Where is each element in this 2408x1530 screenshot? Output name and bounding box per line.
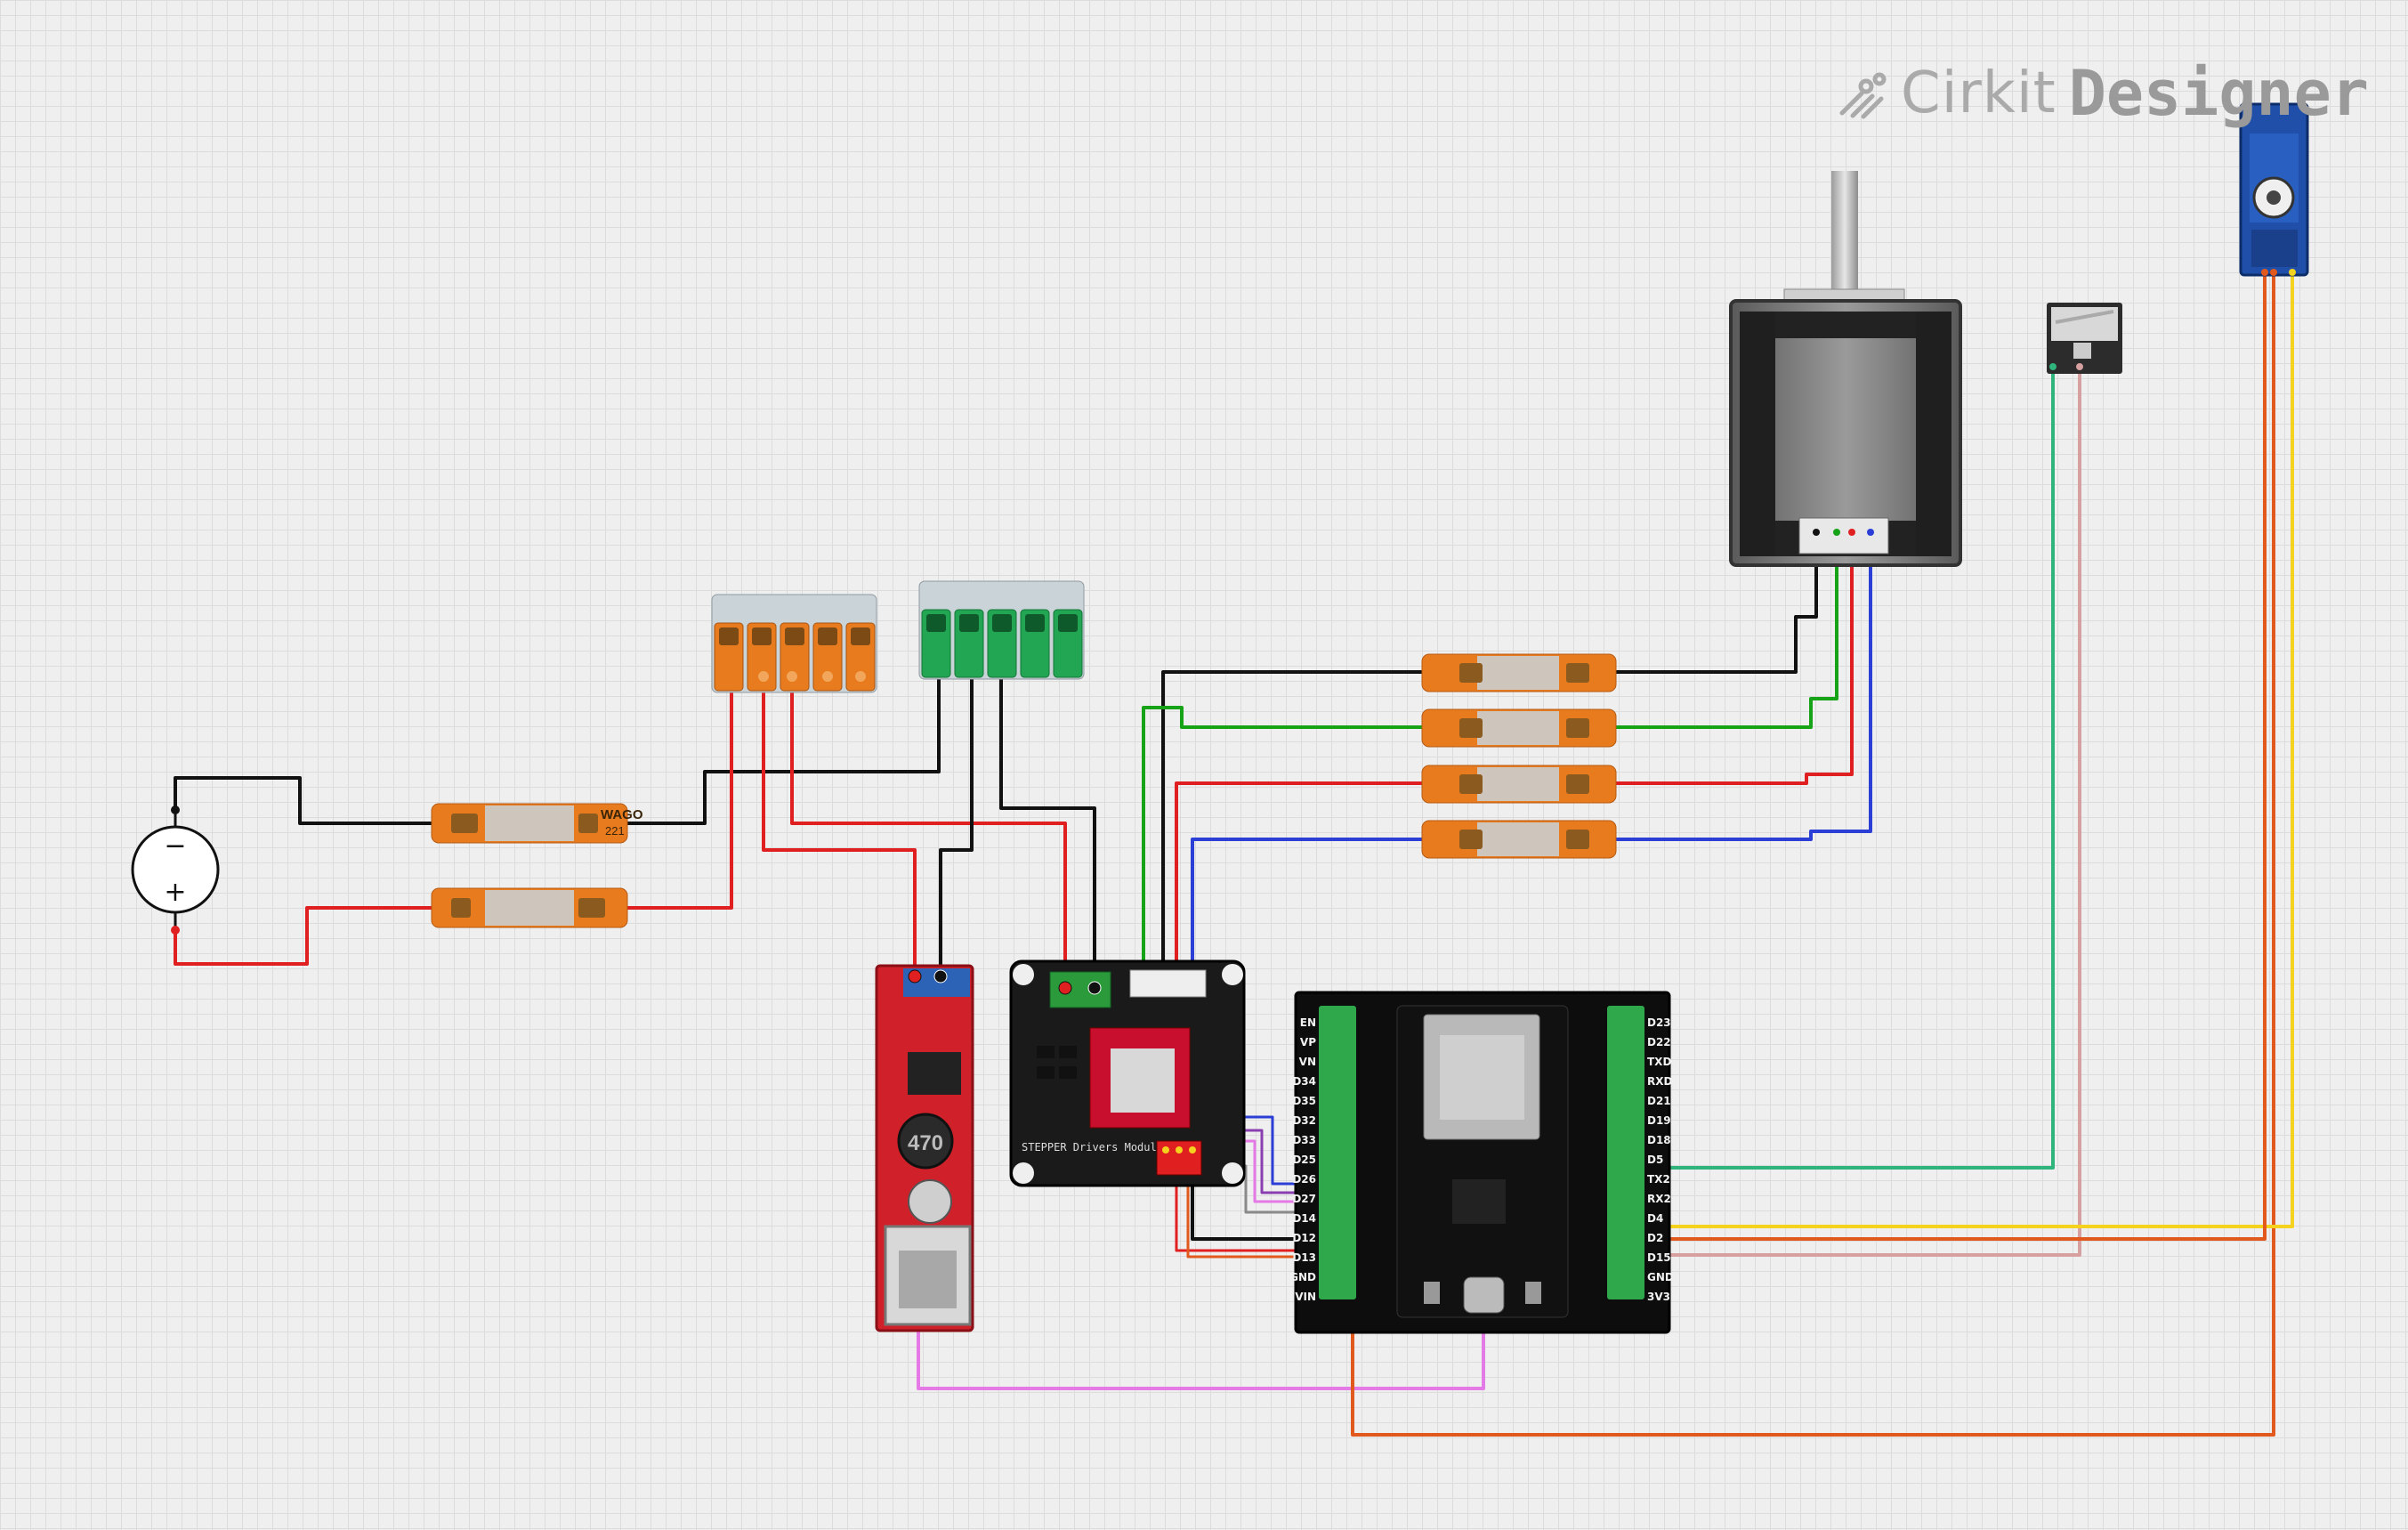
driver-caption: STEPPER Drivers Modular <box>1022 1141 1169 1154</box>
wire-black-source-neg[interactable] <box>174 776 442 825</box>
wago-logo-text: WAGO <box>601 807 643 822</box>
esp32-pin-label: D4 <box>1647 1212 1664 1225</box>
wire-black-to-green-block[interactable] <box>616 666 941 825</box>
wago-coil-connector-2[interactable] <box>1421 708 1617 748</box>
cirkit-designer-logo: Cirkit Designer <box>1835 53 2369 134</box>
wire-blue-coil-motor[interactable] <box>1602 532 1872 841</box>
stepper-driver-module[interactable]: STEPPER Drivers Modular <box>1009 959 1246 1187</box>
esp32-pin-label: VN <box>1298 1056 1316 1068</box>
wago-inline-connector-red[interactable] <box>431 887 628 928</box>
wire-red-block-to-buck[interactable] <box>762 666 917 975</box>
wire-red-block-to-driver[interactable] <box>790 666 1067 979</box>
power-source[interactable]: − + <box>131 805 220 935</box>
wago-inline-connector-black[interactable]: WAGO 221 <box>431 803 643 844</box>
wire-green-coil-motor[interactable] <box>1602 532 1838 729</box>
wire-teal-limit-switch[interactable] <box>1593 369 2055 1170</box>
esp32-pin-label: D13 <box>1292 1251 1316 1264</box>
esp32-pin-label: VP <box>1299 1036 1316 1048</box>
wire-yellow-servo-signal[interactable] <box>1593 272 2294 1228</box>
esp32-pin-label: D26 <box>1292 1173 1316 1186</box>
wago-coil-connector-3[interactable] <box>1421 765 1617 804</box>
wire-orange-vin-servo[interactable] <box>1351 272 2275 1437</box>
esp32-pin-label: RXD <box>1647 1075 1673 1088</box>
wire-orange-servo-d2[interactable] <box>1593 272 2267 1241</box>
esp32-pin-label: TXD <box>1647 1056 1672 1068</box>
wire-red-source-pos[interactable] <box>174 906 442 966</box>
servo-motor[interactable] <box>2239 102 2309 277</box>
wire-pink-limit-switch[interactable] <box>1593 369 2081 1257</box>
esp32-pin-label: D2 <box>1647 1232 1664 1244</box>
wire-red-coil-motor[interactable] <box>1602 532 1854 785</box>
wire-black-coil-motor[interactable] <box>1602 532 1818 674</box>
esp32-pin-label: D5 <box>1647 1154 1664 1166</box>
esp32-terminal-board[interactable] <box>1294 991 1671 1334</box>
logo-brand-text: Cirkit <box>1901 61 2056 126</box>
power-plus-label: + <box>164 877 186 908</box>
limit-switch[interactable] <box>2047 303 2122 374</box>
esp32-pin-label: GND <box>1647 1271 1674 1283</box>
esp32-pin-label: 3V3 <box>1647 1291 1670 1303</box>
esp32-pin-label: D27 <box>1292 1193 1316 1205</box>
wago-coil-connector-4[interactable] <box>1421 820 1617 859</box>
wago-model-text: 221 <box>605 824 625 838</box>
wire-black-block-to-buck[interactable] <box>939 666 974 975</box>
esp32-pin-label: RX2 <box>1647 1193 1671 1205</box>
esp32-pin-label: D14 <box>1292 1212 1316 1225</box>
wire-green-driver-coil[interactable] <box>1142 706 1437 979</box>
wago-block-orange[interactable] <box>711 594 877 693</box>
wire-blue-driver-coil[interactable] <box>1191 838 1437 979</box>
esp32-pin-label: D33 <box>1292 1134 1316 1146</box>
power-minus-label: − <box>164 830 186 862</box>
buck-converter[interactable]: 470 <box>875 964 974 1332</box>
logo-product-text: Designer <box>2068 57 2369 130</box>
esp32-pin-label: D34 <box>1292 1075 1316 1088</box>
wires <box>174 272 2294 1437</box>
esp32-pin-label: D22 <box>1647 1036 1671 1048</box>
wire-red-to-orange-block[interactable] <box>616 666 733 910</box>
wire-black-driver-coil[interactable] <box>1161 670 1437 979</box>
esp32-pin-label: D19 <box>1647 1114 1671 1127</box>
esp32-pin-label: D18 <box>1647 1134 1671 1146</box>
cirkit-logo-icon <box>1839 72 1887 119</box>
esp32-pin-label: TX2 <box>1647 1173 1670 1186</box>
wago-block-green[interactable] <box>918 580 1085 680</box>
esp32-pin-label: GND <box>1289 1271 1316 1283</box>
esp32-pin-label: D21 <box>1647 1095 1671 1107</box>
inductor-marking: 470 <box>908 1131 943 1155</box>
esp32-pin-label: D35 <box>1292 1095 1316 1107</box>
esp32-pin-label: D23 <box>1647 1016 1671 1029</box>
esp32-pin-label: D32 <box>1292 1114 1316 1127</box>
esp32-pin-label: D15 <box>1647 1251 1671 1264</box>
esp32-pin-label: D12 <box>1292 1232 1316 1244</box>
wire-magenta-usb[interactable] <box>917 1313 1485 1390</box>
wire-red-driver-coil[interactable] <box>1175 781 1437 979</box>
stepper-motor[interactable] <box>1729 171 1962 567</box>
esp32-pin-label: EN <box>1299 1016 1316 1029</box>
wago-coil-connector-1[interactable] <box>1421 653 1617 692</box>
esp32-pin-label: D25 <box>1292 1154 1316 1166</box>
wire-black-block-to-driver[interactable] <box>999 666 1096 979</box>
esp32-pin-label: VIN <box>1295 1291 1316 1303</box>
